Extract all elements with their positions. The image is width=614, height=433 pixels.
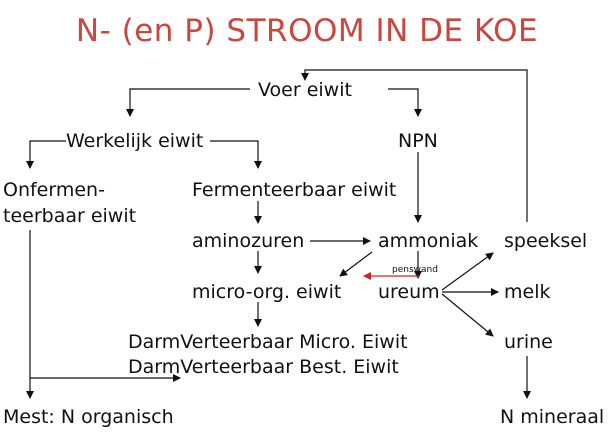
node-npn: NPN — [398, 130, 438, 152]
flow-arrows — [26, 69, 531, 399]
arrow-ureum-to-speeksel — [441, 252, 494, 291]
arrow-voer-to-npn — [388, 88, 422, 117]
node-n-mineraal: N mineraal — [500, 406, 604, 428]
arrow-ureum-to-urine — [441, 293, 494, 337]
arrow-werkelijk-to-onfermenteerbaar — [26, 140, 66, 169]
arrow-ammoniak-to-micro — [339, 251, 373, 277]
node-speeksel: speeksel — [504, 230, 587, 252]
node-voer-eiwit: Voer eiwit — [258, 79, 352, 101]
node-mest-n-organisch: Mest: N organisch — [3, 406, 174, 428]
node-aminozuren: aminozuren — [192, 230, 304, 252]
page-title: N- (en P) STROOM IN DE KOE — [76, 13, 538, 49]
node-urine: urine — [504, 331, 553, 353]
node-fermenteerbaar-eiwit: Fermenteerbaar eiwit — [192, 179, 396, 201]
flow-nodes: Voer eiwit Werkelijk eiwit NPN Onfermen-… — [3, 79, 604, 428]
node-ammoniak: ammoniak — [378, 230, 478, 252]
arrow-werkelijk-to-fermenteerbaar — [210, 140, 262, 169]
label-penswand: penswand — [392, 265, 438, 275]
node-darm-best-eiwit: DarmVerteerbaar Best. Eiwit — [128, 356, 399, 378]
node-darm-micro-eiwit: DarmVerteerbaar Micro. Eiwit — [128, 331, 408, 353]
node-onfermenteerbaar-line1: Onfermen- — [3, 179, 105, 201]
node-ureum: ureum — [378, 281, 440, 303]
arrow-speeksel-to-voer-eiwit — [301, 69, 528, 222]
node-melk: melk — [504, 281, 550, 303]
node-werkelijk-eiwit: Werkelijk eiwit — [66, 130, 203, 152]
arrow-voer-to-werkelijk — [126, 88, 250, 117]
node-onfermenteerbaar-line2: teerbaar eiwit — [3, 205, 136, 227]
node-micro-org-eiwit: micro-org. eiwit — [192, 281, 341, 303]
